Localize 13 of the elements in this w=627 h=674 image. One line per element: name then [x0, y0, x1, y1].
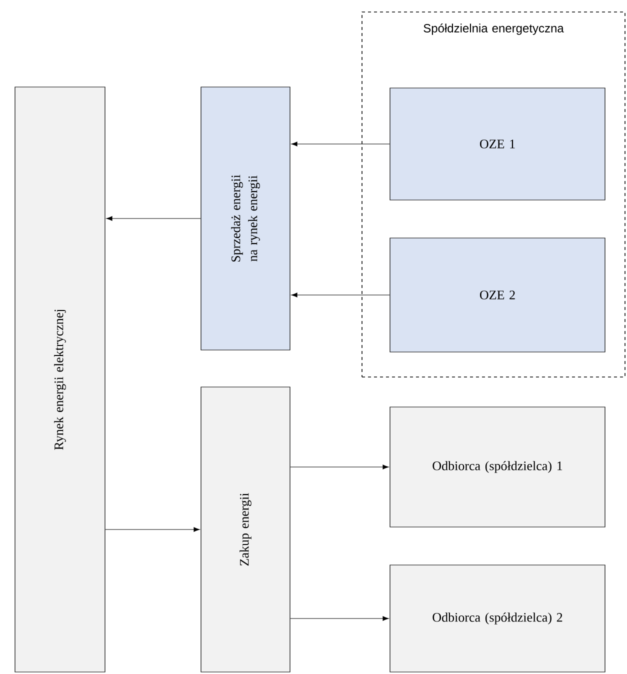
arrow: [291, 142, 390, 146]
process-box: Sprzedaż energii na rynek energii: [200, 86, 290, 350]
process-box: Odbiorca (spółdzielca) 1: [390, 406, 606, 528]
process-box: Rynek energii elektrycznej: [14, 86, 106, 672]
arrow: [290, 616, 389, 621]
process-box: OZE 2: [390, 238, 606, 352]
process-box: Odbiorca (spółdzielca) 2: [390, 564, 606, 672]
process-box: OZE 1: [390, 88, 606, 200]
arrow: [106, 216, 201, 221]
arrow: [105, 527, 200, 532]
process-box: Zakup energii: [200, 386, 290, 672]
arrow: [290, 464, 389, 470]
arrow: [291, 292, 390, 298]
